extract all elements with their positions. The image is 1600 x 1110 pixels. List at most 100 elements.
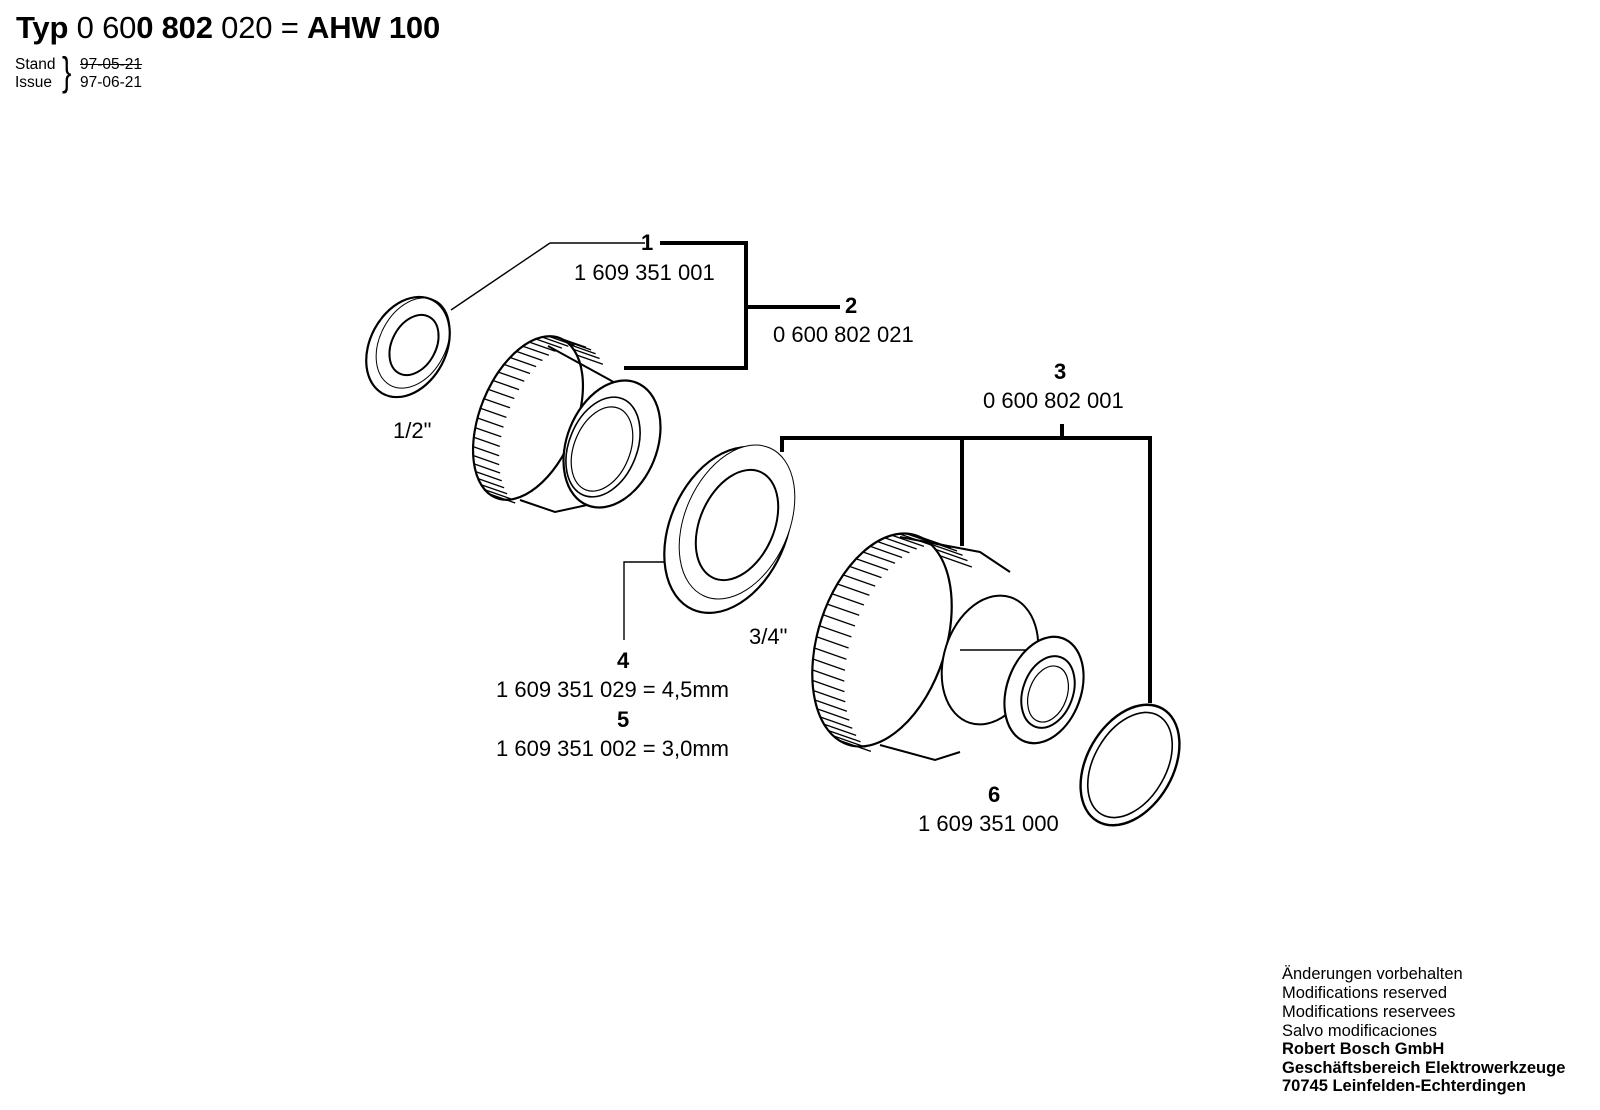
footer-line-en: Modifications reserved [1282,984,1448,1002]
knurl-rib [814,647,847,660]
title-code-c: 020 = [212,10,308,45]
part-6-pos: 6 [988,782,1001,807]
knurl-rib [564,340,592,351]
leader-part-4 [623,561,669,640]
knurl-rib [828,729,861,743]
knurl-rib [548,335,575,347]
stand-date: 97-05-21 [80,56,143,73]
part-5-pos: 5 [617,707,630,732]
knurl-rib [891,534,925,548]
knurl-rib [930,543,963,556]
knurl-rib [842,574,876,587]
footer-company: Robert Bosch GmbH [1282,1040,1445,1058]
part-4-number: 1 609 351 029 = 4,5mm [496,677,729,702]
footer-line-es: Salvo modificaciones [1282,1022,1437,1040]
knurl-rib [838,739,872,753]
size-half-inch: 1/2" [393,418,432,443]
knurl-rib [812,658,846,671]
knurl-rib [819,625,852,638]
part-6-number: 1 609 351 000 [918,811,1059,836]
part-1-number: 1 609 351 001 [574,260,715,285]
knurl-rib [826,603,860,616]
title-code-a: 0 60 [76,10,137,45]
footer-address: 70745 Leinfelden-Echterdingen [1282,1077,1526,1095]
knurl-rib [855,558,889,571]
knurl-rib [473,463,501,474]
knurl-rib [503,363,531,375]
knurl-rib [535,338,563,349]
stand-issue-labels: Stand Issue [15,56,56,92]
knurl-rib [816,636,849,649]
knurl-rib [472,445,500,457]
knurl-rib [477,417,504,428]
part-5-number: 1 609 351 002 = 3,0mm [496,736,729,761]
title-model: AHW 100 [307,10,440,45]
footer-line-de: Änderungen vorbehalten [1282,965,1463,983]
knurl-rib [812,669,845,682]
knurl-rib [849,565,882,579]
knurl-rib [817,708,850,721]
knurl-rib [576,354,604,365]
connector-three-quarter-inch [811,532,1085,762]
knurl-rib [480,407,507,419]
knurl-rib [939,555,973,568]
knurl-rib [475,470,502,482]
knurl-rib [516,350,543,362]
knurl-rib [480,484,508,495]
knurl-rib [484,489,512,500]
knurl-rib [884,537,917,550]
knurl-rib [869,545,903,559]
page-title: Typ 0 600 802 020 = AHW 100 [16,10,440,46]
issue-label: Issue [15,74,53,91]
part-2-number: 0 600 802 021 [773,322,914,347]
knurl-rib [823,723,857,737]
knurl-rib [483,398,511,409]
knurl-rib [529,341,556,352]
knurl-rib [475,427,502,438]
footer-division: Geschäftsbereich Elektrowerkzeuge [1282,1059,1566,1077]
knurl-rib [813,689,846,703]
bracket-part-3 [780,436,1152,703]
part-3-number: 0 600 802 001 [983,388,1124,413]
knurl-rib [473,436,501,448]
knurl-rib [877,540,910,554]
knurl-rib [488,388,515,400]
washer-part-4-5 [663,444,796,615]
knurl-rib [837,583,870,596]
knurl-rib [522,345,550,356]
knurl-rib [488,493,516,504]
knurl-rib [477,477,505,489]
knurl-rib [573,348,600,360]
knurl-rib [820,716,853,729]
stand-label: Stand [15,56,56,73]
washer-part-1 [365,295,451,399]
part-1-pos: 1 [641,230,654,255]
knurl-rib [569,343,596,355]
knurl-rib [814,699,848,712]
knurl-rib [472,454,500,466]
knurl-ribs [472,335,604,504]
knurl-rib [492,379,520,391]
footer-line-fr: Modifications reservees [1282,1003,1456,1021]
knurl-rib [559,337,587,348]
knurl-rib [822,614,856,627]
title-code-b: 0 802 [136,10,213,45]
knurl-rib [935,548,968,562]
leader-part-1 [450,242,551,311]
knurl-rib [833,735,866,748]
part-3-pos: 3 [1054,359,1067,384]
leader-lines [450,241,1152,703]
knurl-rib [812,679,845,693]
knurl-rib [542,336,569,347]
issue-date: 97-06-21 [80,74,143,91]
title-typ: Typ [16,10,69,45]
part-4-pos: 4 [617,648,630,673]
knurl-rib [831,593,865,606]
part-2-pos: 2 [845,293,858,318]
knurl-rib [509,356,537,368]
knurl-rib [498,371,525,382]
knurl-rib [862,551,896,564]
o-ring-part-6 [1079,703,1181,827]
